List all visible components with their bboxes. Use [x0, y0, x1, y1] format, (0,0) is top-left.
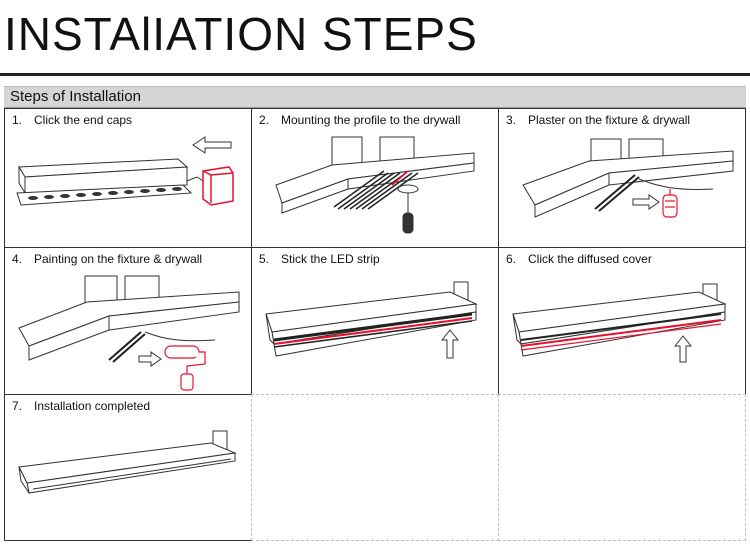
end-cap-illustration — [16, 136, 234, 206]
step-3-panel: 3. Plaster on the fixture & drywall — [498, 108, 746, 248]
step-label: Stick the LED strip — [281, 252, 380, 266]
arrow-right-icon — [632, 194, 660, 210]
plaster-seam — [638, 178, 714, 190]
profile-channel — [333, 170, 419, 210]
plaster-illustration — [522, 138, 734, 218]
step-number: 3. — [506, 113, 517, 127]
led-strip-illustration — [265, 281, 478, 359]
step-5-panel: 5. Stick the LED strip — [251, 247, 499, 395]
diffused-cover — [520, 313, 722, 351]
step-label: Mounting the profile to the drywall — [281, 113, 461, 127]
step-label: Painting on the fixture & drywall — [34, 252, 203, 266]
diffuser-cover-illustration — [512, 283, 727, 363]
empty-panel — [251, 394, 499, 541]
step-6-panel: 6. Click the diffused cover — [498, 247, 746, 395]
step-1-panel: 1. Click the end caps — [4, 108, 252, 248]
step-number: 5. — [259, 252, 270, 266]
step-7-panel: 7. Installation completed — [4, 394, 252, 541]
completed-fixture-illustration — [18, 430, 237, 494]
end-cap — [202, 166, 234, 206]
step-number: 1. — [12, 113, 23, 127]
led-strip — [273, 312, 473, 348]
drywall-mounting-illustration — [275, 136, 475, 234]
step-number: 7. — [12, 399, 23, 413]
step-label: Click the diffused cover — [528, 252, 652, 266]
arrow-up-icon — [440, 329, 460, 359]
step-2-panel: 2. Mounting the profile to the drywall — [251, 108, 499, 248]
steps-grid: 1. Click the end caps — [4, 108, 746, 541]
hand-trowel-icon — [662, 189, 678, 218]
step-label: Installation completed — [34, 399, 151, 413]
section-header: Steps of Installation — [4, 86, 746, 108]
step-label: Plaster on the fixture & drywall — [528, 113, 691, 127]
screw-accent — [391, 170, 409, 186]
arrow-left-icon — [192, 136, 232, 154]
page-title: INSTAlIATION STEPS — [4, 8, 478, 60]
painting-illustration — [18, 275, 240, 391]
step-number: 4. — [12, 252, 23, 266]
arrow-right-icon — [138, 351, 162, 367]
empty-panel — [498, 394, 746, 541]
screwdriver-icon — [397, 184, 419, 234]
step-number: 2. — [259, 113, 270, 127]
step-label: Click the end caps — [34, 113, 133, 127]
title-divider — [0, 73, 750, 76]
step-4-panel: 4. Painting on the fixture & drywall — [4, 247, 252, 395]
paint-seam — [144, 331, 216, 342]
step-number: 6. — [506, 252, 517, 266]
section-title: Steps of Installation — [10, 88, 141, 105]
arrow-up-icon — [673, 335, 693, 363]
paint-roller-icon — [164, 345, 206, 391]
